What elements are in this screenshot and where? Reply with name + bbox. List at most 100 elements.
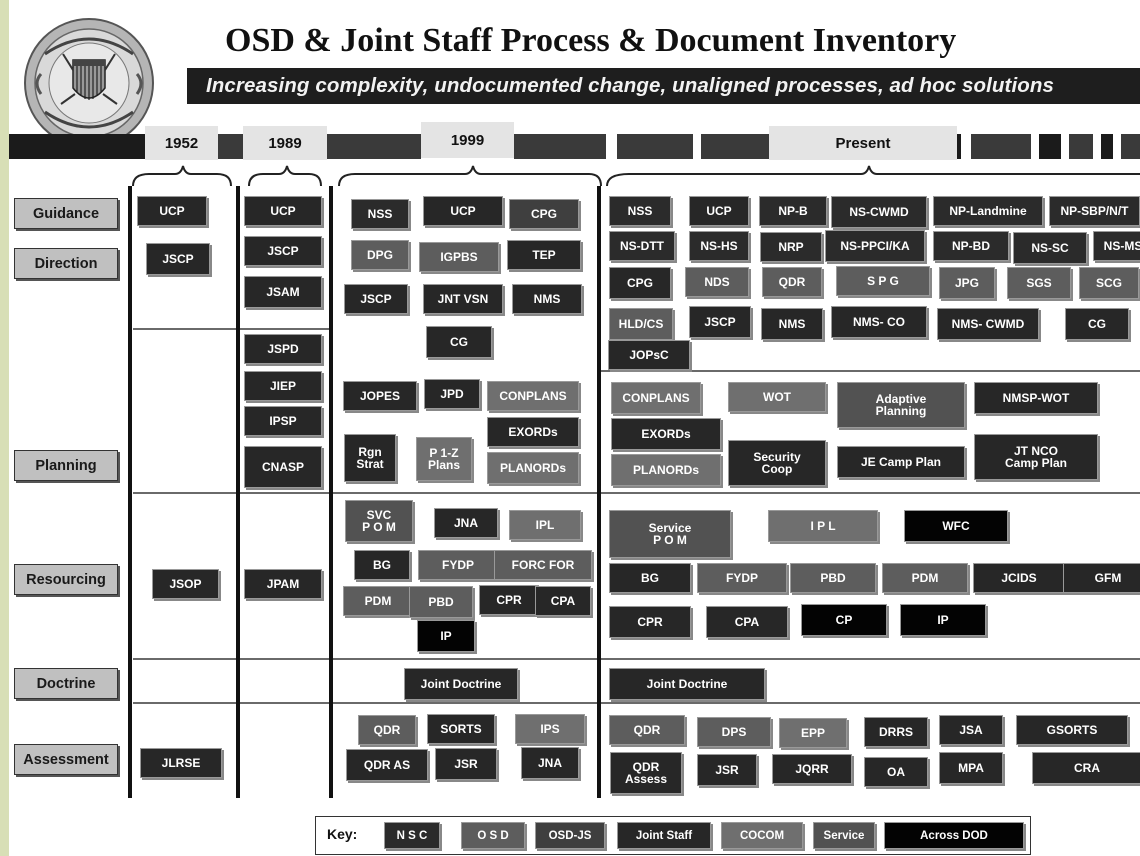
document-box-jsop: JSOP <box>152 569 219 599</box>
document-box-mpa: MPA <box>939 752 1003 784</box>
row-divider <box>133 492 1140 494</box>
document-box-p-1-z-plans: P 1-Z Plans <box>416 437 472 481</box>
document-box-nrp: NRP <box>760 232 822 262</box>
document-box-i-p-l: I P L <box>768 510 878 542</box>
document-box-planords: PLANORDs <box>611 454 721 486</box>
document-box-cpr: CPR <box>609 606 691 638</box>
document-box-igpbs: IGPBS <box>419 242 499 272</box>
era-label-1952: 1952 <box>145 126 218 160</box>
document-box-jspd: JSPD <box>244 334 322 364</box>
document-box-nds: NDS <box>685 267 749 297</box>
document-box-service-p-o-m: Service P O M <box>609 510 731 558</box>
document-box-hld-cs: HLD/CS <box>609 308 673 340</box>
document-box-qdr-as: QDR AS <box>346 749 428 781</box>
document-box-ns-ppci-ka: NS-PPCI/KA <box>825 230 925 262</box>
document-box-jpam: JPAM <box>244 569 322 599</box>
document-box-rgn-strat: Rgn Strat <box>344 434 396 482</box>
document-box-ucp: UCP <box>137 196 207 226</box>
timeline-segment <box>1039 134 1061 159</box>
document-box-adaptive-planning: Adaptive Planning <box>837 382 965 428</box>
document-box-sgs: SGS <box>1007 267 1071 299</box>
document-box-bg: BG <box>354 550 410 580</box>
document-box-cnasp: CNASP <box>244 446 322 488</box>
document-box-jsr: JSR <box>697 754 757 786</box>
document-box-np-bd: NP-BD <box>933 231 1009 261</box>
document-box-cpa: CPA <box>535 586 591 616</box>
category-direction: Direction <box>14 248 118 279</box>
category-doctrine: Doctrine <box>14 668 118 699</box>
column-divider <box>236 186 240 798</box>
legend-item-nsc: N S C <box>384 822 440 849</box>
document-box-wfc: WFC <box>904 510 1008 542</box>
document-box-pdm: PDM <box>343 586 413 616</box>
diagram-canvas: OSD & Joint Staff Process & Document Inv… <box>9 0 1140 856</box>
document-box-fydp: FYDP <box>418 550 498 580</box>
legend-item-osdjs: OSD-JS <box>535 822 605 849</box>
document-box-jqrr: JQRR <box>772 754 852 784</box>
category-guidance: Guidance <box>14 198 118 229</box>
document-box-jpd: JPD <box>424 379 480 409</box>
document-box-pbd: PBD <box>790 563 876 593</box>
document-box-ipsp: IPSP <box>244 406 322 436</box>
category-planning: Planning <box>14 450 118 481</box>
era-label-1999: 1999 <box>421 122 514 158</box>
document-box-ns-sc: NS-SC <box>1013 232 1087 264</box>
document-box-wot: WOT <box>728 382 826 412</box>
document-box-security-coop: Security Coop <box>728 440 826 486</box>
document-box-jsa: JSA <box>939 715 1003 745</box>
document-box-nms-co: NMS- CO <box>831 306 927 338</box>
row-divider <box>133 702 1140 704</box>
document-box-scg: SCG <box>1079 267 1139 299</box>
document-box-ns-ms: NS-MS <box>1093 231 1140 261</box>
document-box-cpg: CPG <box>609 267 671 299</box>
document-box-gfm: GFM <box>1063 563 1140 593</box>
legend-key-label: Key: <box>327 826 358 842</box>
timeline-segment <box>957 134 961 159</box>
document-box-jopsc: JOPsC <box>608 340 690 370</box>
document-box-drrs: DRRS <box>864 717 928 747</box>
timeline-segment <box>617 134 693 159</box>
legend-item-cocom: COCOM <box>721 822 803 849</box>
timeline-segment <box>327 134 421 159</box>
document-box-jna: JNA <box>434 508 498 538</box>
document-box-fydp: FYDP <box>697 563 787 593</box>
document-box-jsr: JSR <box>435 748 497 780</box>
document-box-nms: NMS <box>761 308 823 340</box>
timeline-segment <box>701 134 769 159</box>
document-box-cg: CG <box>1065 308 1129 340</box>
document-box-qdr: QDR <box>358 715 416 745</box>
document-box-nms: NMS <box>512 284 582 314</box>
column-divider <box>597 186 601 798</box>
document-box-nmsp-wot: NMSP-WOT <box>974 382 1098 414</box>
column-divider <box>128 186 132 798</box>
document-box-je-camp-plan: JE Camp Plan <box>837 446 965 478</box>
document-box-jscp: JSCP <box>244 236 322 266</box>
document-box-nss: NSS <box>351 199 409 229</box>
document-box-sorts: SORTS <box>427 714 495 744</box>
document-box-np-sbp-n-t: NP-SBP/N/T <box>1049 196 1140 226</box>
legend-item-js: Joint Staff <box>617 822 711 849</box>
document-box-cp: CP <box>801 604 887 636</box>
document-box-ips: IPS <box>515 714 585 744</box>
page-subtitle: Increasing complexity, undocumented chan… <box>187 68 1140 104</box>
category-resourcing: Resourcing <box>14 564 118 595</box>
row-divider <box>133 658 1140 660</box>
document-box-jscp: JSCP <box>689 306 751 338</box>
row-divider <box>601 370 1140 372</box>
era-label-present: Present <box>769 126 957 160</box>
document-box-nms-cwmd: NMS- CWMD <box>937 308 1039 340</box>
timeline-segment <box>1121 134 1140 159</box>
document-box-pdm: PDM <box>882 563 968 593</box>
document-box-tep: TEP <box>507 240 581 270</box>
document-box-forc-for: FORC FOR <box>494 550 592 580</box>
column-divider <box>329 186 333 798</box>
timeline-segment <box>9 134 145 159</box>
document-box-ucp: UCP <box>423 196 503 226</box>
document-box-jt-nco-camp-plan: JT NCO Camp Plan <box>974 434 1098 480</box>
legend-item-osd: O S D <box>461 822 525 849</box>
timeline-segment <box>1069 134 1093 159</box>
document-box-ip: IP <box>417 620 475 652</box>
document-box-jna: JNA <box>521 747 579 779</box>
timeline-segment <box>514 134 606 159</box>
document-box-joint-doctrine: Joint Doctrine <box>404 668 518 700</box>
